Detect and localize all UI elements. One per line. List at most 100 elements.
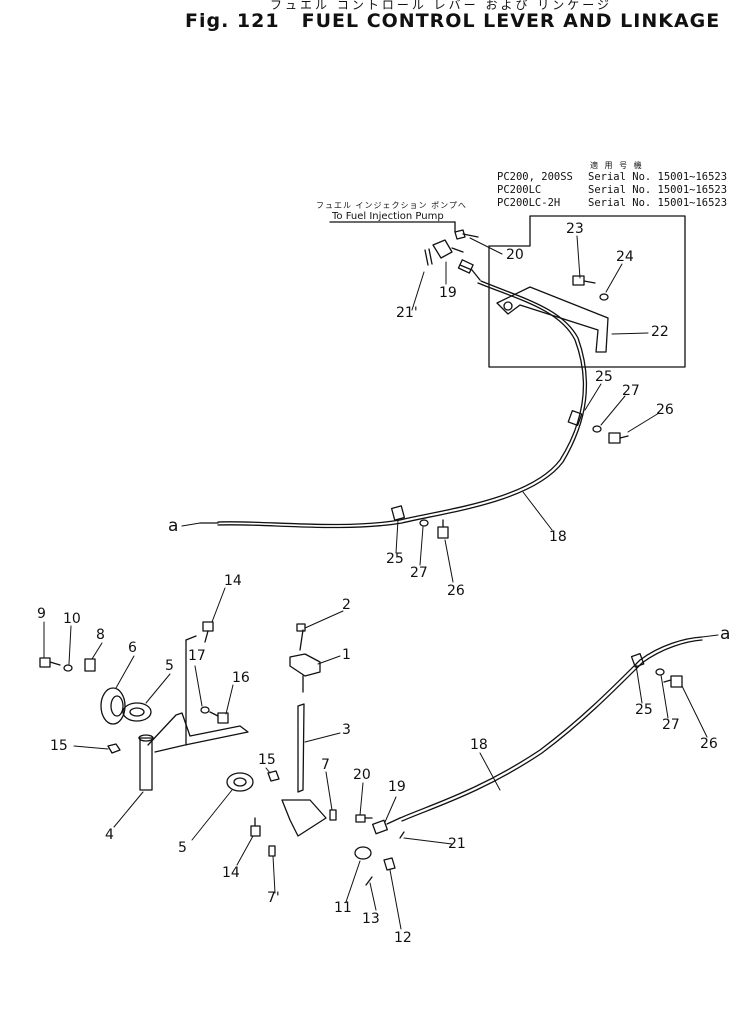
callout-26: 26 xyxy=(447,583,465,599)
callout-22: 22 xyxy=(651,324,669,340)
callout-23: 23 xyxy=(566,221,584,237)
page-title: Fig. 121 FUEL CONTROL LEVER AND LINKAGE xyxy=(185,10,720,32)
pin-21-lower xyxy=(400,832,404,838)
callout-24: 24 xyxy=(616,249,634,265)
bolt-14-lower xyxy=(251,818,260,836)
bolt-16 xyxy=(210,712,228,723)
pin-13 xyxy=(366,877,372,885)
cable-18-lower xyxy=(400,637,702,818)
bolt-9 xyxy=(40,658,60,667)
callout-26: 26 xyxy=(656,402,674,418)
callout-27: 27 xyxy=(622,383,640,399)
callout-27: 27 xyxy=(410,565,428,581)
inset-frame xyxy=(489,216,685,367)
collar-8 xyxy=(85,659,95,671)
callout-11: 11 xyxy=(334,900,352,916)
bolt-2 xyxy=(297,624,305,650)
serial-model: PC200, 200SS xyxy=(497,171,573,183)
callout-19: 19 xyxy=(439,285,457,301)
bolt-26-lower xyxy=(664,676,682,687)
leader-lines xyxy=(44,236,718,929)
callout-16: 16 xyxy=(232,670,250,686)
callout-18: 18 xyxy=(470,737,488,753)
callout-10: 10 xyxy=(63,611,81,627)
callout-26: 26 xyxy=(700,736,718,752)
serial-number: Serial No. 15001~16523 xyxy=(588,171,728,183)
callout-21: 21 xyxy=(448,836,466,852)
callout-4: 4 xyxy=(105,827,114,843)
figure-title: FUEL CONTROL LEVER AND LINKAGE xyxy=(301,10,721,32)
clamp-25-lower xyxy=(632,654,644,667)
nut-15-left xyxy=(108,744,120,753)
bolt-upper-20 xyxy=(455,230,478,239)
cable-joint-upper xyxy=(433,240,480,280)
pin-7-lower xyxy=(269,846,275,856)
cable-18-upper xyxy=(218,283,583,525)
callout-6: 6 xyxy=(128,640,137,656)
bolt-20-lower xyxy=(356,815,372,822)
callout-14: 14 xyxy=(224,573,242,589)
pin-upper-21 xyxy=(425,249,432,265)
bolt-14-upper xyxy=(203,622,213,642)
nut-12 xyxy=(384,858,395,870)
callout-25: 25 xyxy=(595,369,613,385)
callout-8: 8 xyxy=(96,627,105,643)
washer-27-lower xyxy=(656,669,664,675)
callout-25: 25 xyxy=(386,551,404,567)
bracket-22 xyxy=(497,287,608,352)
callout-18: 18 xyxy=(549,529,567,545)
washer-24 xyxy=(600,294,608,300)
serial-model: PC200LC-2H xyxy=(497,197,561,209)
callout-1: 1 xyxy=(342,647,351,663)
bolt-23 xyxy=(573,276,595,285)
destination-note-japanese: フュエル インジェクション ポンプへ xyxy=(316,201,467,210)
callout-21-prime: 21' xyxy=(396,305,418,321)
serial-heading: 適 用 号 機 xyxy=(590,161,644,170)
serial-model: PC200LC xyxy=(497,184,542,196)
washer-27-mid xyxy=(420,520,428,526)
rod-3 xyxy=(298,704,304,792)
callout-19: 19 xyxy=(388,779,406,795)
callout-27: 27 xyxy=(662,717,680,733)
callout-20: 20 xyxy=(353,767,371,783)
washer-27-upper xyxy=(593,426,601,432)
title-japanese: フュエル コントロール レバー および リンケージ xyxy=(270,0,613,12)
serial-number: Serial No. 15001~16523 xyxy=(588,197,728,209)
bolt-26-upper xyxy=(609,433,628,443)
callout-7: 7 xyxy=(321,757,330,773)
callout-20: 20 xyxy=(506,247,524,263)
callout-3: 3 xyxy=(342,722,351,738)
callout-15: 15 xyxy=(50,738,68,754)
callout-7-prime: 7' xyxy=(267,890,280,906)
callout-17: 17 xyxy=(188,648,206,664)
callout-25: 25 xyxy=(635,702,653,718)
callout-2: 2 xyxy=(342,597,351,613)
callout-5: 5 xyxy=(178,840,187,856)
pedal-4 xyxy=(139,735,153,790)
clamp-25-upper xyxy=(568,411,582,426)
nut-15-right xyxy=(268,771,279,781)
washer-10 xyxy=(64,665,72,671)
callout-a: a xyxy=(168,516,179,536)
washer-11 xyxy=(355,847,371,859)
serial-number: Serial No. 15001~16523 xyxy=(588,184,728,196)
destination-note: To Fuel Injection Pump xyxy=(332,211,444,222)
spring-5 xyxy=(123,703,151,721)
washer-17 xyxy=(201,707,209,713)
callout-14: 14 xyxy=(222,865,240,881)
bolt-26-mid xyxy=(438,520,448,538)
spring-5-lower xyxy=(227,773,253,791)
lever-arm xyxy=(148,713,248,752)
wheel-6 xyxy=(101,688,125,724)
figure-number: Fig. 121 xyxy=(185,10,280,32)
cable-joint-lower xyxy=(373,818,400,834)
block-1 xyxy=(290,654,320,692)
callout-9: 9 xyxy=(37,606,46,622)
callout-15: 15 xyxy=(258,752,276,768)
pin-7 xyxy=(330,810,336,820)
callout-12: 12 xyxy=(394,930,412,946)
clamp-25-mid xyxy=(392,506,405,520)
callout-13: 13 xyxy=(362,911,380,927)
callout-5: 5 xyxy=(165,658,174,674)
